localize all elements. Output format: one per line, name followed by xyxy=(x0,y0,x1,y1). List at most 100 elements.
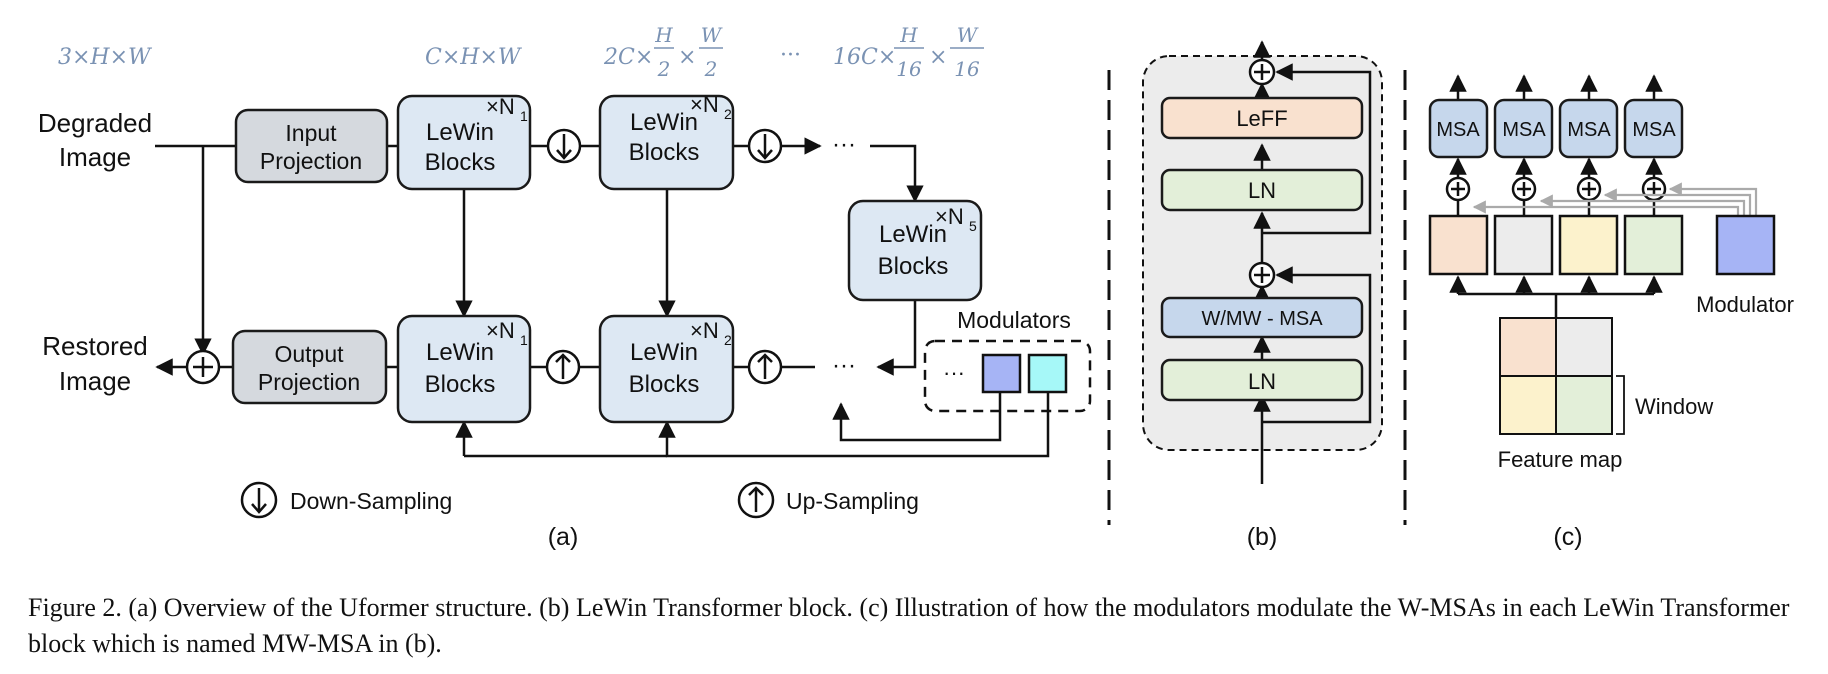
lewin-block-dec2: LeWin Blocks ×N 2 xyxy=(598,314,735,424)
ln-box-bottom: LN xyxy=(1160,358,1364,402)
svg-text:LeWin: LeWin xyxy=(630,109,698,136)
svg-text:2: 2 xyxy=(704,57,718,81)
panel-c-label: (c) xyxy=(1553,523,1582,551)
lewin-block-bottleneck: LeWin Blocks ×N 5 xyxy=(847,199,983,302)
svg-text:Output: Output xyxy=(274,341,344,367)
panel-b: LeFF LN W/MW - MSA LN (b) xyxy=(1142,40,1383,551)
svg-text:W: W xyxy=(701,23,723,47)
panel-c: MSA MSA MSA MSA xyxy=(1428,74,1794,551)
svg-text:16: 16 xyxy=(896,57,922,81)
svg-text:Blocks: Blocks xyxy=(629,139,700,166)
svg-text:2: 2 xyxy=(724,106,732,122)
svg-text:16: 16 xyxy=(954,57,980,81)
svg-text:Projection: Projection xyxy=(260,148,362,174)
msa-box-2: MSA xyxy=(1493,98,1554,159)
svg-text:Projection: Projection xyxy=(258,369,360,395)
svg-text:H: H xyxy=(899,23,918,47)
add-icon xyxy=(1576,157,1602,216)
figure-caption: Figure 2. (a) Overview of the Uformer st… xyxy=(28,593,1790,658)
modulator-blue xyxy=(981,353,1022,394)
modulator-cyan xyxy=(1027,353,1068,394)
modulators-ellipsis: ··· xyxy=(943,360,965,385)
modulator-feed-lines xyxy=(1472,182,1758,216)
msa-box-1: MSA xyxy=(1428,98,1489,159)
token-green xyxy=(1623,214,1684,276)
modulators-label: Modulators xyxy=(957,307,1071,333)
restored-label-2: Image xyxy=(59,366,131,396)
svg-text:×N: ×N xyxy=(690,318,719,343)
svg-text:Blocks: Blocks xyxy=(629,371,700,398)
svg-text:16C×: 16C× xyxy=(833,45,896,70)
svg-text:Up-Sampling: Up-Sampling xyxy=(786,488,919,514)
lewin-block-dec1: LeWin Blocks ×N 1 xyxy=(396,314,532,424)
svg-text:Blocks: Blocks xyxy=(425,149,496,176)
svg-text:MSA: MSA xyxy=(1567,119,1611,141)
add-icon xyxy=(1445,157,1471,216)
svg-text:×N: ×N xyxy=(690,92,719,117)
svg-text:LeWin: LeWin xyxy=(426,119,494,146)
up-sampling-icon xyxy=(545,349,581,385)
svg-text:×N: ×N xyxy=(486,94,515,119)
dim-label-4: 16C× H 16 × W 16 xyxy=(833,23,984,81)
add-icon xyxy=(1248,58,1276,86)
up-sampling-icon xyxy=(747,349,783,385)
dim-label-3: 2C× H 2 × W 2 xyxy=(603,23,723,81)
legend-up-sampling: Up-Sampling xyxy=(737,481,919,519)
svg-text:×N: ×N xyxy=(486,318,515,343)
degraded-label-2: Image xyxy=(59,142,131,172)
svg-text:LeWin: LeWin xyxy=(879,221,947,248)
add-icon xyxy=(1248,261,1276,289)
svg-text:×N: ×N xyxy=(935,204,964,229)
panel-a-label: (a) xyxy=(548,523,579,551)
svg-text:5: 5 xyxy=(969,218,977,234)
svg-text:H: H xyxy=(654,23,673,47)
svg-text:LeWin: LeWin xyxy=(426,339,494,366)
ln-box-top: LN xyxy=(1160,168,1364,212)
token-yellow xyxy=(1558,214,1619,276)
svg-text:×: × xyxy=(678,45,696,70)
lewin-block-enc2: LeWin Blocks ×N 2 xyxy=(598,92,735,191)
svg-text:2: 2 xyxy=(657,57,671,81)
legend-down-sampling: Down-Sampling xyxy=(240,481,452,519)
feature-map-label: Feature map xyxy=(1498,447,1623,472)
dim-ellipsis: ··· xyxy=(780,43,801,68)
svg-text:LeWin: LeWin xyxy=(630,339,698,366)
svg-text:MSA: MSA xyxy=(1502,119,1546,141)
msa-box: W/MW - MSA xyxy=(1160,296,1364,339)
svg-text:LN: LN xyxy=(1248,369,1276,394)
modulator-label: Modulator xyxy=(1696,292,1794,317)
input-projection-box: Input Projection xyxy=(234,108,389,184)
window-bracket xyxy=(1616,375,1625,435)
degraded-label: Degraded xyxy=(38,108,152,138)
token-orange xyxy=(1428,214,1489,276)
lewin-block-enc1: LeWin Blocks ×N 1 xyxy=(396,94,532,191)
svg-text:×: × xyxy=(929,45,947,70)
svg-text:LeFF: LeFF xyxy=(1236,106,1287,131)
svg-text:Blocks: Blocks xyxy=(425,371,496,398)
svg-text:1: 1 xyxy=(520,108,528,124)
msa-box-3: MSA xyxy=(1558,98,1619,159)
panel-a: 3×H×W C×H×W 2C× H 2 × W 2 ··· 16C× H 16 … xyxy=(38,23,1092,551)
svg-text:MSA: MSA xyxy=(1632,119,1676,141)
output-projection-box: Output Projection xyxy=(231,329,388,405)
modulators-group xyxy=(923,339,1092,413)
svg-text:2C×: 2C× xyxy=(603,45,653,70)
svg-text:Down-Sampling: Down-Sampling xyxy=(290,488,452,514)
msa-box-4: MSA xyxy=(1623,98,1684,159)
modulator-box xyxy=(1715,214,1776,276)
add-icon xyxy=(185,349,221,385)
feature-map xyxy=(1499,317,1613,435)
dim-label-1: 3×H×W xyxy=(58,45,153,70)
svg-text:Blocks: Blocks xyxy=(878,253,949,280)
svg-text:LN: LN xyxy=(1248,178,1276,203)
svg-text:W/MW - MSA: W/MW - MSA xyxy=(1201,308,1323,330)
svg-text:MSA: MSA xyxy=(1436,119,1480,141)
window-label: Window xyxy=(1635,394,1713,419)
restored-label: Restored xyxy=(42,331,148,361)
down-sampling-icon xyxy=(546,128,582,164)
ellipsis-bottom: ··· xyxy=(832,352,856,379)
ellipsis-top: ··· xyxy=(832,131,856,158)
dim-label-2: C×H×W xyxy=(425,45,523,70)
svg-text:W: W xyxy=(957,23,979,47)
